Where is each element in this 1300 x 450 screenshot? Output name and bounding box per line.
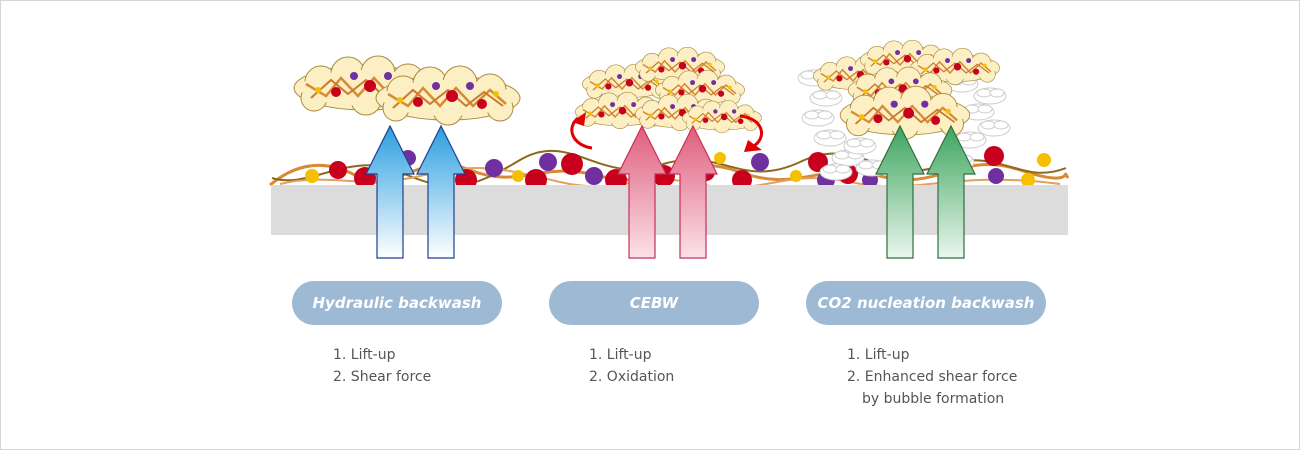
point-enhanced-shear-force: 2. Enhanced shear force bbox=[847, 369, 1018, 385]
method-title-cebw-text: CEBW bbox=[629, 294, 679, 312]
method-title-cebw: CEBW bbox=[549, 281, 759, 325]
point-lift-up: 1. Lift-up bbox=[333, 347, 396, 363]
hydraulic-arrows bbox=[365, 124, 466, 259]
method-title-co2: CO2 nucleation backwash bbox=[806, 281, 1046, 325]
point-oxidation: 2. Oxidation bbox=[589, 369, 675, 385]
point-lift-up: 1. Lift-up bbox=[847, 347, 910, 363]
rotation-arrows bbox=[570, 112, 764, 152]
method-title-hydraulic-text: Hydraulic backwash bbox=[312, 294, 482, 312]
detached-foulant-cebw bbox=[574, 46, 763, 134]
point-lift-up: 1. Lift-up bbox=[589, 347, 652, 363]
method-points-co2: 1. Lift-up 2. Enhanced shear force by bu… bbox=[847, 344, 1017, 410]
method-points-hydraulic: 1. Lift-up 2. Shear force bbox=[333, 344, 431, 388]
membrane bbox=[271, 185, 1068, 235]
co2-arrows bbox=[875, 124, 976, 259]
point-shear-force: 2. Shear force bbox=[333, 369, 432, 385]
cebw-arrows bbox=[617, 124, 718, 259]
method-points-cebw: 1. Lift-up 2. Oxidation bbox=[589, 344, 674, 388]
method-title-co2-text: CO2 nucleation backwash bbox=[817, 294, 1035, 312]
detached-foulant-hydraulic bbox=[292, 54, 522, 127]
method-title-hydraulic: Hydraulic backwash bbox=[292, 281, 502, 325]
point-by-bubble-formation: by bubble formation bbox=[862, 391, 1005, 407]
